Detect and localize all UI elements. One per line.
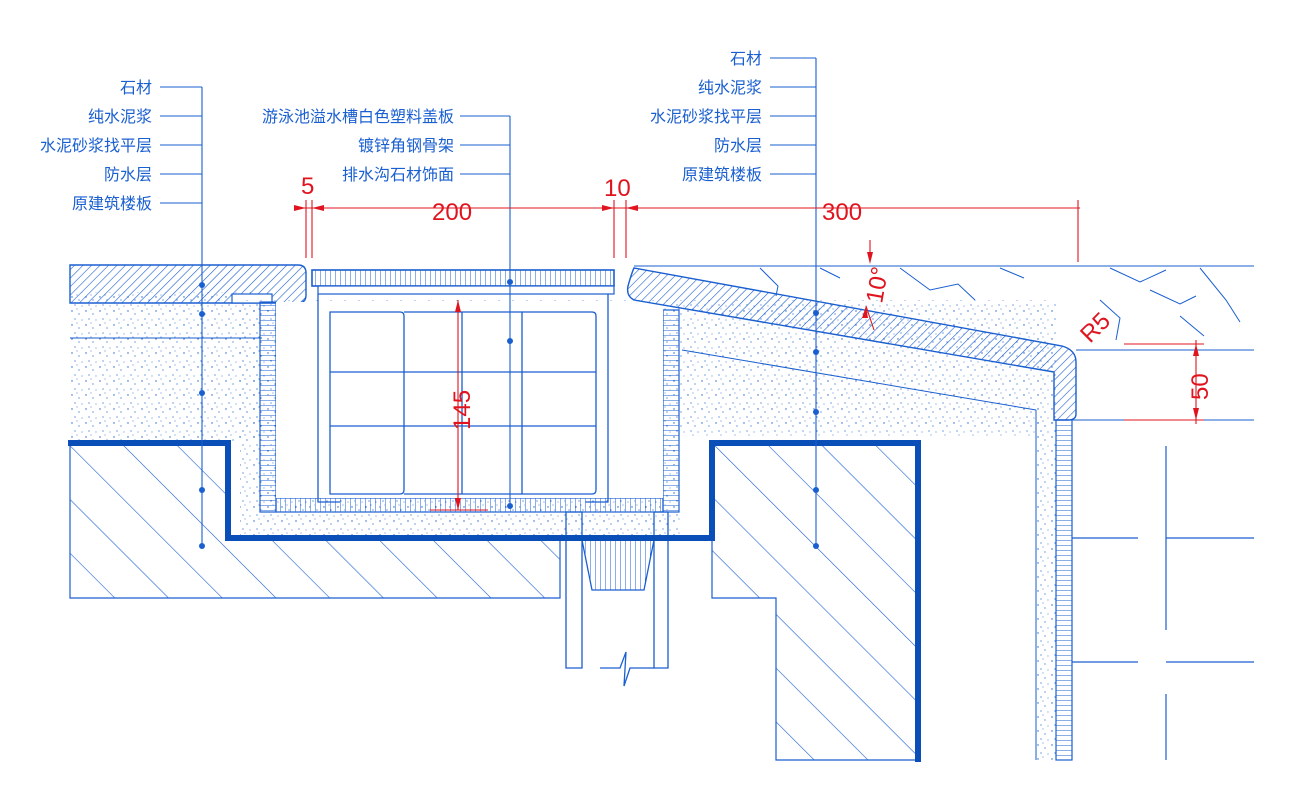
center-callout-labels: 游泳池溢水槽白色塑料盖板 镀锌角钢骨架 排水沟石材饰面	[262, 107, 454, 184]
left-deck	[69, 264, 307, 442]
left-label-stone: 石材	[120, 78, 152, 97]
right-label-leveling-mortar: 水泥砂浆找平层	[650, 107, 762, 126]
channel-left-wall	[259, 301, 277, 513]
dim-gap-left: 5	[301, 173, 314, 200]
dim-ledge-width: 300	[822, 199, 862, 226]
left-screed-layer	[70, 292, 262, 442]
galvanized-angle-frame	[317, 294, 609, 503]
dim-nosing-height: 50	[1187, 373, 1214, 400]
right-label-cement-paste: 纯水泥浆	[698, 78, 762, 97]
overflow-channel	[240, 269, 680, 687]
dimension-arrows	[294, 205, 1199, 510]
dim-slope-angle: 10°	[861, 265, 894, 305]
center-label-cover: 游泳池溢水槽白色塑料盖板	[262, 107, 454, 126]
left-label-waterproof: 防水层	[104, 165, 152, 184]
center-label-channel-finish: 排水沟石材饰面	[342, 165, 454, 184]
dim-radius: R5	[1075, 307, 1116, 348]
right-label-waterproof: 防水层	[714, 136, 762, 155]
wall-tile-grid	[1072, 446, 1254, 760]
plastic-cover-grating	[311, 269, 615, 287]
dim-channel-depth: 145	[449, 390, 476, 430]
right-deck	[626, 265, 1254, 761]
dim-cover-width: 200	[432, 199, 472, 226]
dimension-texts: 5 200 10 300 145 10° R5 50	[301, 173, 1214, 430]
waterproof-membrane	[68, 440, 921, 762]
dim-gap-right: 10	[604, 175, 631, 202]
channel-right-wall	[662, 309, 680, 513]
left-callout-labels: 石材 纯水泥浆 水泥砂浆找平层 防水层 原建筑楼板	[40, 78, 152, 213]
right-label-slab: 原建筑楼板	[682, 165, 762, 184]
leader-dots	[199, 279, 819, 549]
left-label-cement-paste: 纯水泥浆	[88, 107, 152, 126]
right-label-stone: 石材	[730, 49, 762, 68]
left-label-leveling-mortar: 水泥砂浆找平层	[40, 136, 152, 155]
center-label-frame: 镀锌角钢骨架	[358, 136, 454, 155]
drain-outlet	[565, 511, 669, 687]
left-label-slab: 原建筑楼板	[72, 194, 152, 213]
right-callout-labels: 石材 纯水泥浆 水泥砂浆找平层 防水层 原建筑楼板	[650, 49, 762, 184]
